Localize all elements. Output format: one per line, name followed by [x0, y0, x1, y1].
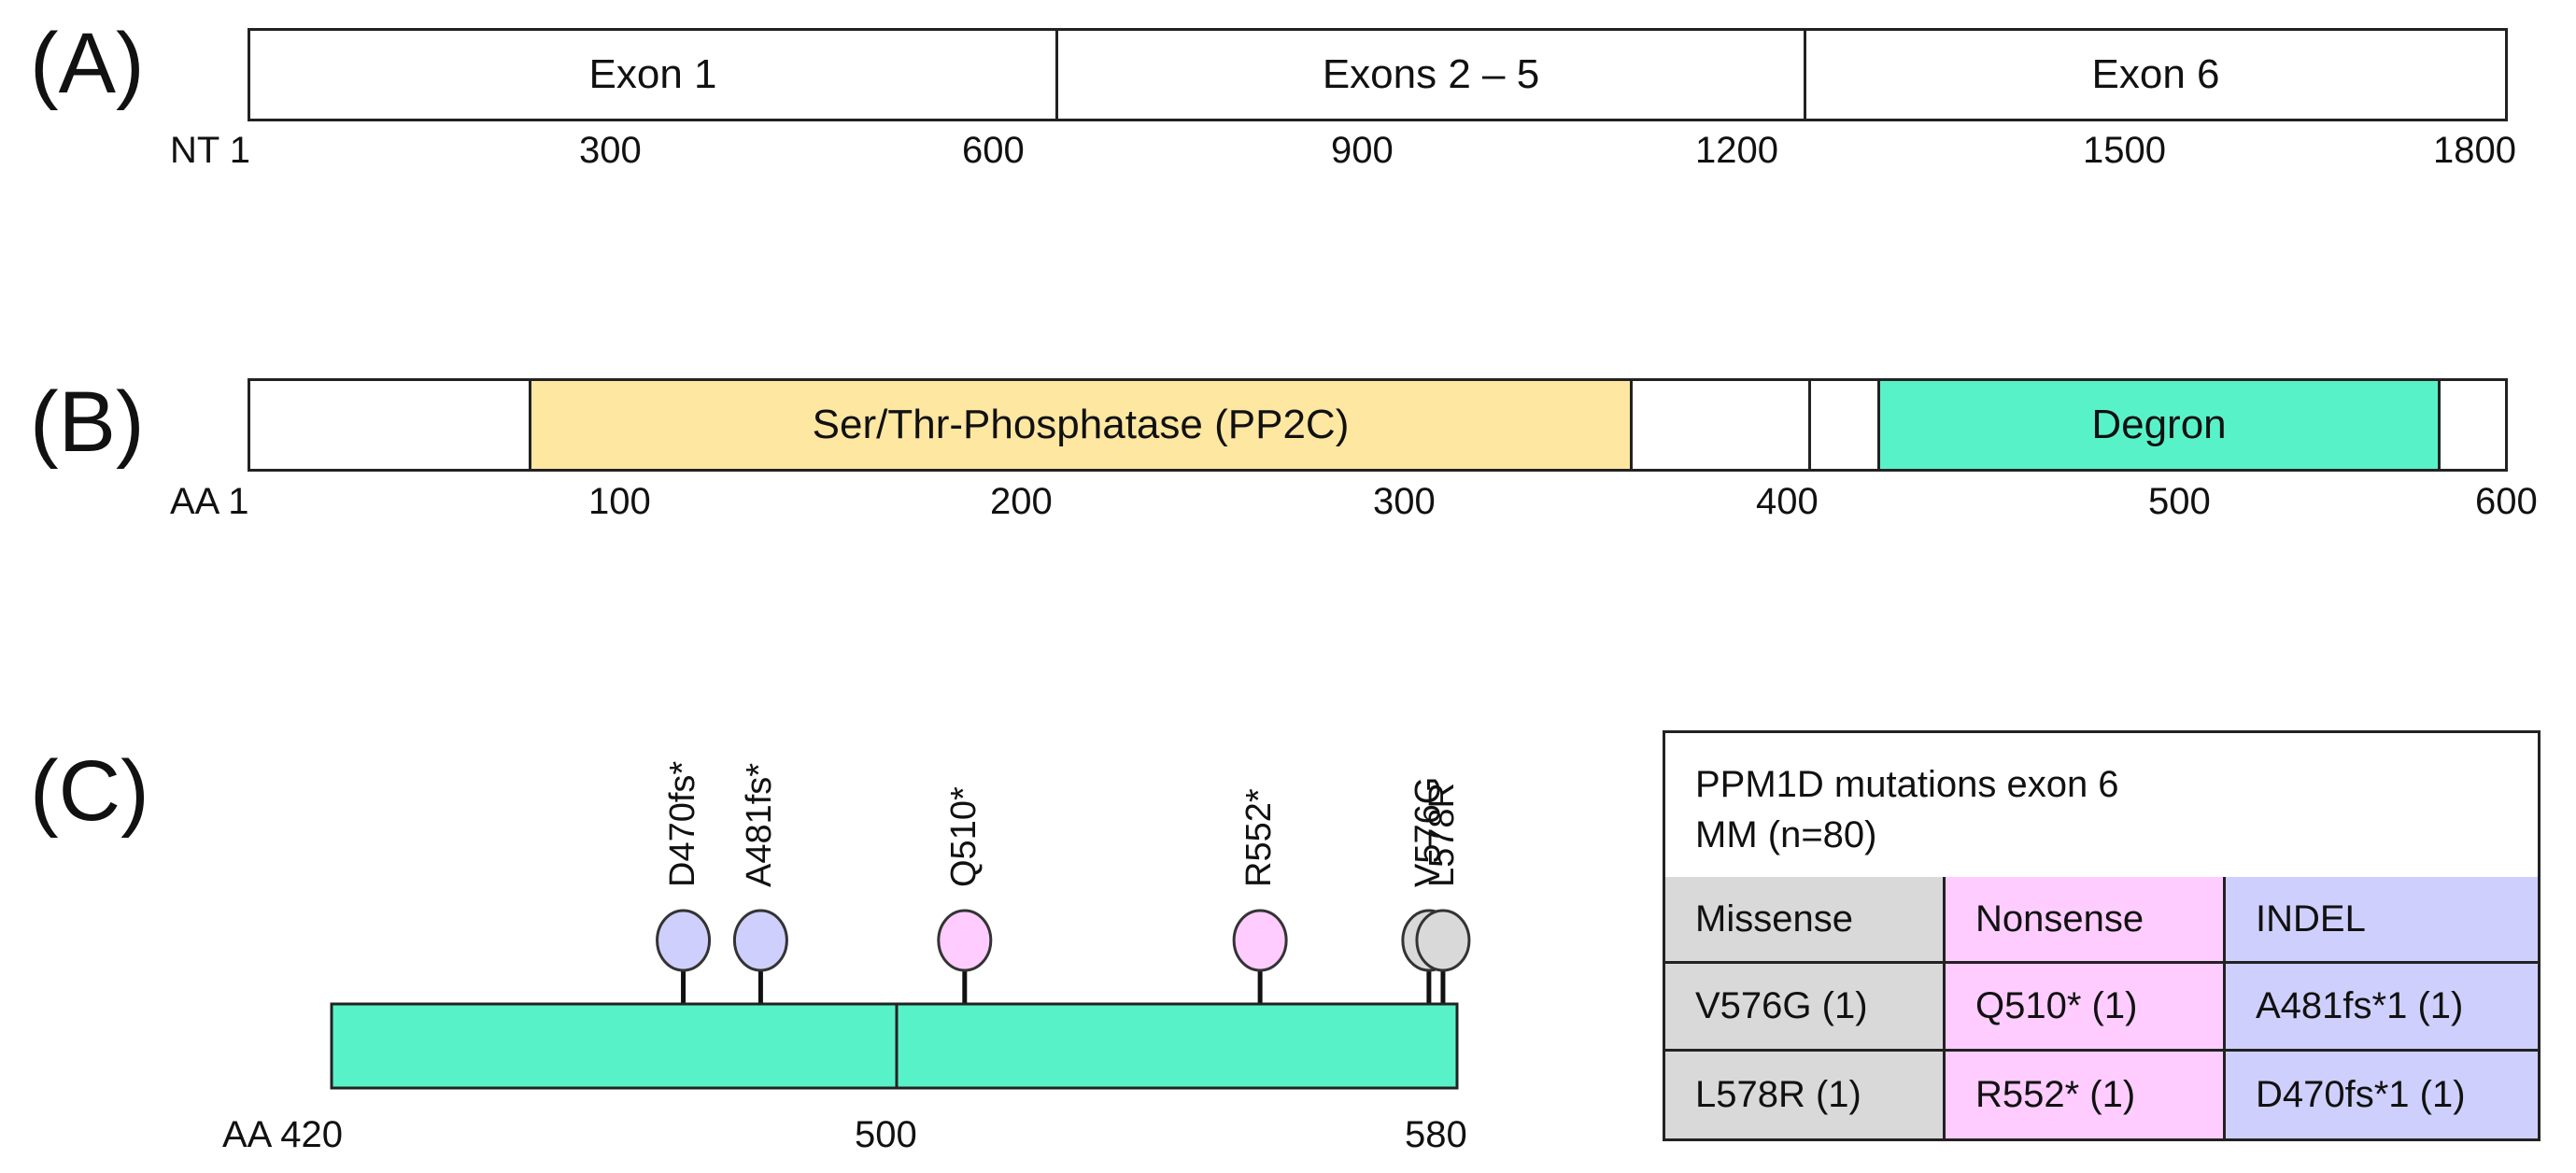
- lollipop-head: [937, 909, 993, 972]
- mutation-label: R552*: [1239, 788, 1280, 887]
- table-cell: L578R (1): [1665, 1051, 1946, 1138]
- aa-tick-100: 100: [588, 481, 651, 522]
- c-axis-start: AA 420: [222, 1114, 344, 1155]
- mutation-label: Q510*: [943, 786, 984, 887]
- lollipop-head: [732, 909, 788, 972]
- lollipop-head: [1415, 909, 1471, 972]
- lollipop-head: [1232, 909, 1288, 972]
- c-axis-end: 580: [1405, 1114, 1467, 1155]
- header-nonsense: Nonsense: [1946, 877, 2226, 965]
- header-missense: Missense: [1665, 877, 1946, 965]
- table-title-line-2: MM (n=80): [1695, 814, 1877, 855]
- pp2c-domain: Ser/Thr-Phosphatase (PP2C): [529, 378, 1633, 472]
- nt-tick-1200: 1200: [1695, 130, 1778, 171]
- table-header: PPM1D mutations exon 6 MM (n=80): [1665, 733, 2538, 880]
- aa-tick-600: 600: [2475, 481, 2538, 522]
- panel-c-label: (C): [30, 743, 149, 839]
- nt-axis-start: NT 1: [170, 130, 250, 171]
- mutation-label: D470fs*: [662, 760, 702, 887]
- domain-divider: [1808, 381, 1811, 469]
- degron-domain: Degron: [1877, 378, 2441, 472]
- exon-bar: Exon 1 Exons 2 – 5 Exon 6: [248, 28, 2508, 121]
- c-axis-mid: 500: [855, 1114, 917, 1155]
- table-title-line-1: PPM1D mutations exon 6: [1695, 764, 2119, 805]
- protein-domain-bar: Ser/Thr-Phosphatase (PP2C) Degron: [248, 378, 2508, 472]
- exon-6-segment: Exon 6: [2091, 51, 2220, 97]
- c-bar-right: [895, 1002, 1459, 1090]
- aa-tick-400: 400: [1756, 481, 1819, 522]
- aa-tick-500: 500: [2148, 481, 2211, 522]
- table-cell: R552* (1): [1946, 1051, 2226, 1138]
- nt-tick-300: 300: [579, 130, 642, 171]
- lollipop-head: [656, 909, 712, 972]
- table-cell: D470fs*1 (1): [2226, 1051, 2538, 1138]
- aa-axis-start: AA 1: [170, 481, 249, 522]
- panel-a-label: (A): [30, 16, 145, 111]
- aa-tick-300: 300: [1373, 481, 1436, 522]
- table-cell: Q510* (1): [1946, 964, 2226, 1052]
- nt-tick-1800: 1800: [2433, 130, 2516, 171]
- table-grid: Missense Nonsense INDEL V576G (1) Q510* …: [1665, 877, 2538, 1138]
- mutation-label: L578R: [1422, 783, 1462, 887]
- panel-b-label: (B): [30, 375, 145, 470]
- nt-tick-600: 600: [962, 130, 1025, 171]
- table-cell: A481fs*1 (1): [2226, 964, 2538, 1052]
- mutation-label: A481fs*: [740, 762, 780, 887]
- aa-tick-200: 200: [990, 481, 1053, 522]
- exons-2-5-segment: Exons 2 – 5: [1058, 31, 1806, 119]
- exon-1-segment: Exon 1: [250, 31, 1058, 119]
- header-indel: INDEL: [2226, 877, 2538, 965]
- c-bar-left: [330, 1002, 899, 1090]
- mutation-table: PPM1D mutations exon 6 MM (n=80) Missens…: [1663, 730, 2541, 1141]
- table-cell: V576G (1): [1665, 964, 1946, 1052]
- nt-tick-1500: 1500: [2083, 130, 2166, 171]
- nt-tick-900: 900: [1331, 130, 1394, 171]
